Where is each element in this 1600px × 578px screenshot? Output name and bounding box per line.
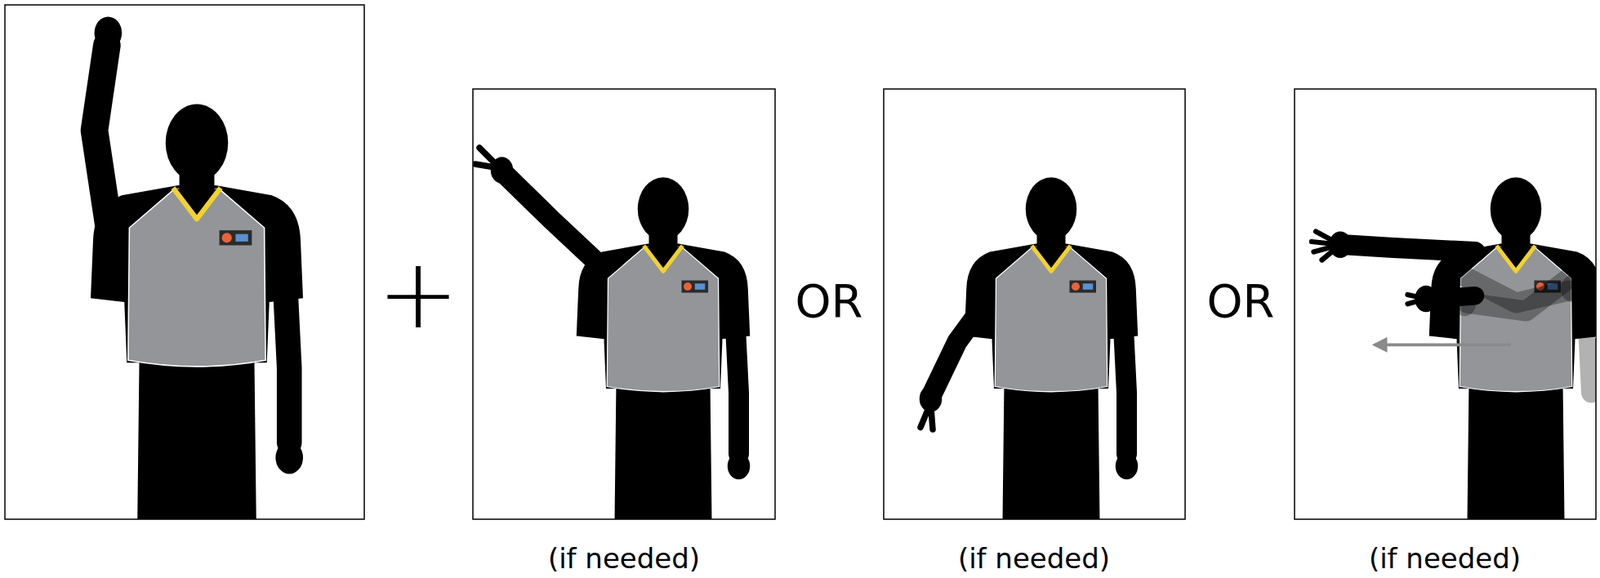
collar — [1496, 245, 1536, 272]
referee-figure — [475, 147, 750, 520]
hand — [1560, 275, 1584, 303]
arm — [1344, 245, 1476, 253]
arm — [1123, 311, 1128, 455]
referee-figure — [90, 16, 304, 520]
pants — [614, 383, 713, 521]
note-text: (if needed) — [1368, 544, 1521, 573]
arm — [932, 311, 981, 393]
motion-arrow — [1375, 343, 1511, 347]
or-text: OR — [795, 278, 864, 325]
hand — [727, 453, 751, 481]
hand — [94, 16, 123, 50]
pants — [1466, 383, 1565, 521]
pants — [1002, 383, 1101, 521]
arm — [475, 164, 500, 169]
referee-figure — [1311, 177, 1596, 520]
collar — [173, 187, 221, 219]
head — [165, 104, 229, 183]
arm — [94, 45, 110, 231]
hand — [275, 441, 304, 475]
hand — [1115, 453, 1139, 481]
note-text: (if needed) — [548, 544, 700, 573]
referee-figure — [919, 177, 1139, 520]
arm — [1408, 298, 1427, 304]
plus-sign: + — [377, 245, 460, 344]
collar — [1031, 245, 1071, 272]
arm — [284, 267, 290, 443]
or-text: OR — [1207, 278, 1275, 325]
arm — [931, 403, 934, 431]
arm — [504, 174, 600, 266]
head — [1025, 177, 1078, 241]
arm — [735, 311, 740, 455]
pants — [137, 355, 258, 520]
arm — [1434, 295, 1476, 299]
collar — [643, 245, 683, 272]
arm — [1587, 311, 1592, 393]
note-text: (if needed) — [958, 544, 1110, 573]
head — [1490, 177, 1543, 241]
arm — [1322, 245, 1342, 261]
head — [637, 177, 690, 241]
